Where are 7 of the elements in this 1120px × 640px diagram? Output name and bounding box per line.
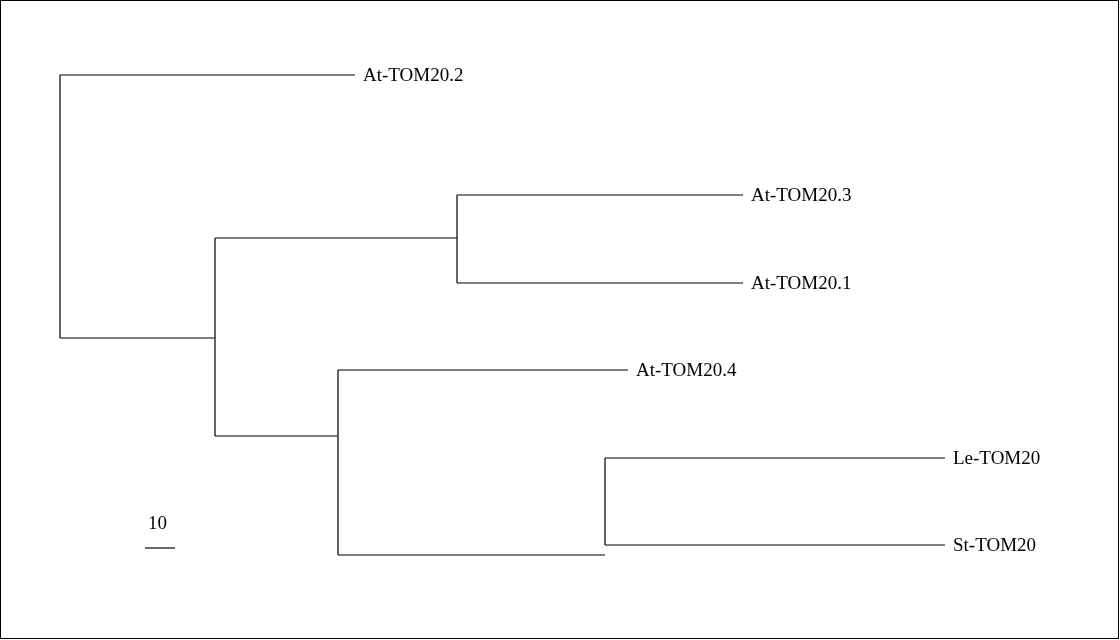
leaf-label: At-TOM20.3 bbox=[751, 184, 852, 206]
leaf-label: At-TOM20.4 bbox=[636, 359, 737, 381]
leaf-label: St-TOM20 bbox=[953, 534, 1037, 556]
leaf-label: At-TOM20.2 bbox=[363, 64, 464, 86]
leaf-label: At-TOM20.1 bbox=[751, 272, 852, 294]
leaf-label: Le-TOM20 bbox=[953, 447, 1041, 469]
scale-label: 10 bbox=[148, 512, 167, 534]
